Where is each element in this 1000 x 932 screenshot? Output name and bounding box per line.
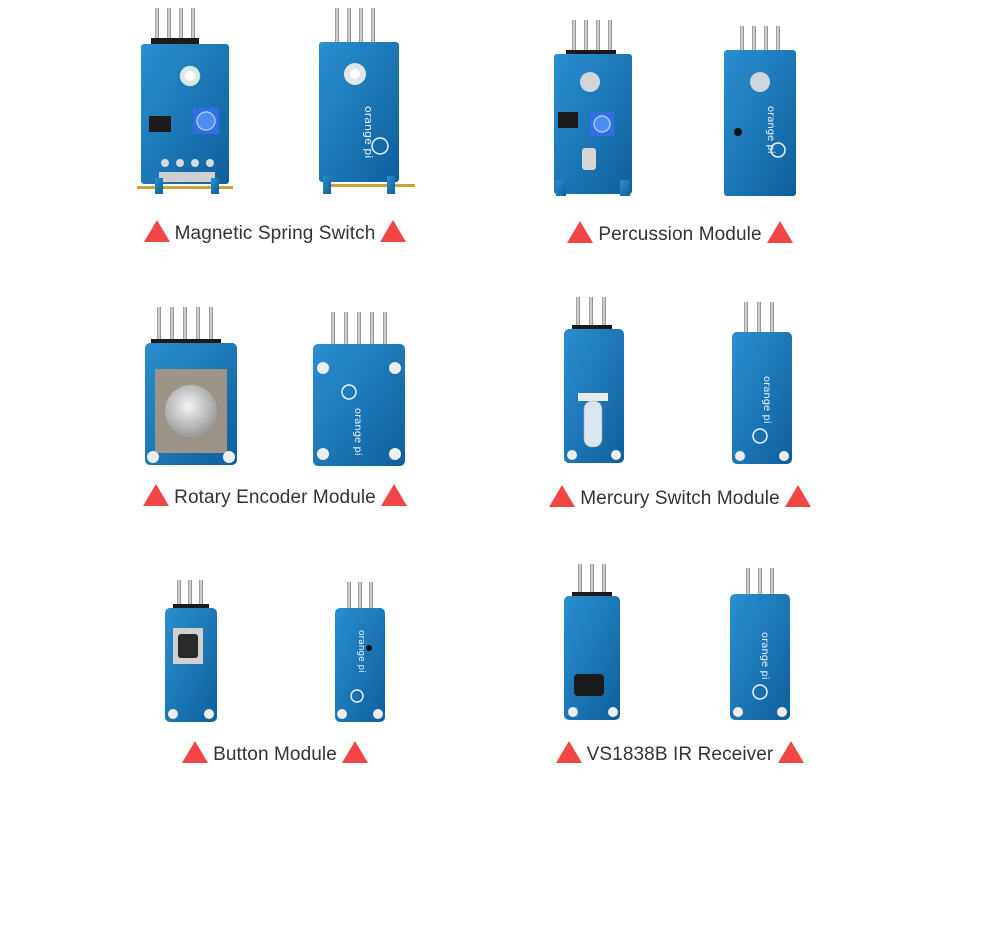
mercury-switch-front-image [564,297,624,463]
red-triangle-icon [182,741,209,763]
button-front-image [165,580,217,722]
module-name: Percussion Module [598,223,762,245]
magnetic-switch-back-image: orange pi [319,8,415,194]
module-magnetic-spring-switch: orange pi Magnetic Spring Switch [25,0,525,262]
module-mercury-switch: orange pi Mercury Switch Module [430,262,930,524]
svg-text:orange pi: orange pi [761,376,772,424]
module-caption: Button Module [25,741,525,766]
percussion-back-image: orange pi [724,26,796,196]
svg-text:orange pi: orange pi [765,106,776,154]
svg-text:orange pi: orange pi [759,632,770,680]
red-triangle-icon [143,484,170,506]
red-triangle-icon [549,485,576,507]
module-name: Mercury Switch Module [580,487,780,509]
module-caption: VS1838B IR Receiver [430,741,930,766]
module-name: VS1838B IR Receiver [586,743,774,765]
mercury-switch-back-image: orange pi [732,302,792,464]
module-caption: Magnetic Spring Switch [25,220,525,245]
magnetic-switch-front-image [137,8,233,194]
svg-text:orange pi: orange pi [356,630,366,673]
module-ir-receiver: orange pi VS1838B IR Receiver [430,524,930,786]
module-caption: Rotary Encoder Module [25,484,525,509]
red-triangle-icon [341,741,368,763]
module-name: Magnetic Spring Switch [174,222,376,244]
red-triangle-icon [766,221,793,243]
module-name: Button Module [213,743,337,765]
ir-receiver-front-image [564,564,620,720]
module-caption: Percussion Module [430,221,930,246]
svg-text:orange pi: orange pi [352,408,363,456]
module-name: Rotary Encoder Module [174,486,376,508]
red-triangle-icon [380,484,407,506]
module-percussion: orange pi Percussion Module [430,0,930,262]
red-triangle-icon [567,221,594,243]
button-back-image: orange pi [335,582,385,722]
red-triangle-icon [380,220,407,242]
red-triangle-icon [143,220,170,242]
red-triangle-icon [555,741,582,763]
red-triangle-icon [784,485,811,507]
red-triangle-icon [778,741,805,763]
ir-receiver-back-image: orange pi [730,568,790,720]
module-rotary-encoder: orange pi Rotary Encoder Module [25,262,525,524]
percussion-front-image [554,20,632,196]
rotary-encoder-back-image: orange pi [313,312,405,466]
module-caption: Mercury Switch Module [430,485,930,510]
module-button: orange pi Button Module [25,524,525,786]
rotary-encoder-front-image [145,307,237,465]
